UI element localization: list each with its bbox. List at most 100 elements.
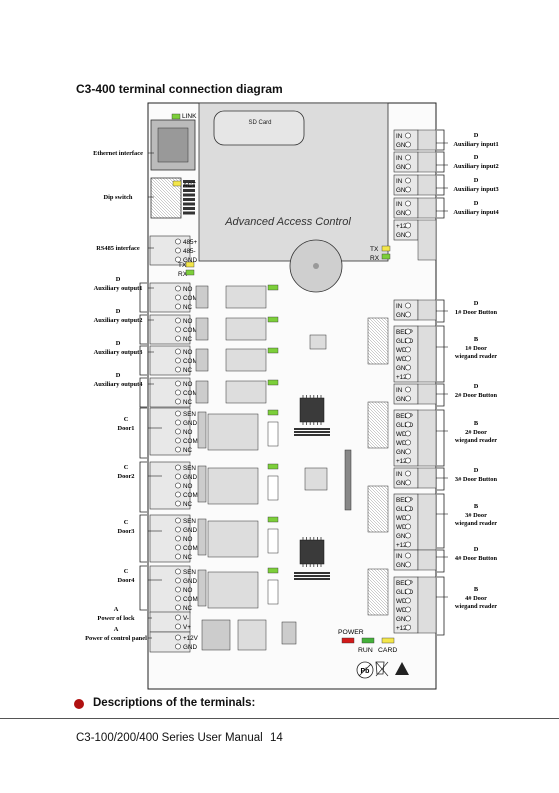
terminal-pin: [175, 294, 181, 301]
label-door3: Door3: [117, 528, 134, 535]
terminal-pin: [405, 615, 411, 622]
label-aux3: Auxiliary output3: [94, 349, 143, 356]
pin-label: SEN: [183, 411, 196, 418]
pin-label: 485-: [183, 248, 196, 255]
terminal-pin: [405, 505, 411, 512]
label-code-door2: C: [124, 464, 129, 471]
terminal-pin: [405, 496, 411, 503]
terminal-pin: [405, 328, 411, 335]
label-code-rdr3: B: [474, 503, 479, 510]
label-code-door4: C: [124, 568, 129, 575]
label-lockpwr: Power of lock: [97, 615, 135, 622]
label-code-aux1: D: [116, 276, 121, 283]
pin-label: NC: [183, 447, 193, 454]
terminal-pin: [175, 348, 181, 355]
terminal-pin: [405, 200, 411, 207]
pin-label: COM: [183, 438, 198, 445]
terminal-pin: [405, 541, 411, 548]
label-code-door3: C: [124, 519, 129, 526]
bullet-icon: [74, 699, 84, 709]
terminal-pin: [175, 446, 181, 453]
label-aux2: Auxiliary output2: [94, 317, 143, 324]
pin-label: NC: [183, 605, 193, 612]
terminal-pin: [175, 335, 181, 342]
pin-label: +12V: [396, 625, 412, 632]
pin-label: NC: [183, 336, 193, 343]
pin-label: SEN: [183, 465, 196, 472]
label-ain3: Auxiliary input3: [453, 186, 498, 193]
terminal-pin: [175, 238, 181, 245]
rs485-terminal: 485+485-GND: [149, 235, 198, 266]
terminal-pin: [405, 386, 411, 393]
terminal-pin: [175, 544, 181, 551]
pin-label: IN: [396, 178, 403, 185]
pin-label: IN: [396, 201, 403, 208]
label-btn3: 3# Door Button: [455, 476, 498, 483]
terminal-pin: [175, 526, 181, 533]
terminal-pin: [175, 317, 181, 324]
pin-label: GND: [183, 474, 197, 481]
brackets: [139, 129, 445, 636]
terminal-pin: [405, 412, 411, 419]
relay: [207, 520, 259, 558]
pin-label: SEN: [183, 518, 196, 525]
tx-led-label-2: TX: [370, 246, 379, 253]
terminal-pin: [405, 439, 411, 446]
label-code-aux4: D: [116, 372, 121, 379]
terminal-pin: [405, 355, 411, 362]
pin-label: GND: [396, 164, 410, 171]
terminal-pin: [175, 614, 181, 621]
terminal-pin: [405, 231, 411, 238]
pin-label: WD0: [396, 440, 410, 447]
relay: [207, 413, 259, 451]
label-ain2: Auxiliary input2: [453, 163, 498, 170]
terminal-pin: [175, 410, 181, 417]
label-door2: Door2: [117, 473, 134, 480]
terminal-pin: [405, 141, 411, 148]
svg-text:wiegand reader: wiegand reader: [455, 437, 497, 444]
pin-label: V-: [183, 615, 189, 622]
label-door4: Door4: [117, 577, 135, 584]
pin-label: BEEP: [396, 580, 413, 587]
pin-label: GND: [396, 365, 410, 372]
pin-label: GND: [396, 480, 410, 487]
label-code-btn3: D: [474, 467, 479, 474]
page-title: C3-400 terminal connection diagram: [76, 82, 283, 96]
warning-icon: [395, 662, 409, 675]
label-code-aux3: D: [116, 340, 121, 347]
terminal-pin: [175, 577, 181, 584]
pin-label: NC: [183, 367, 193, 374]
terminal-pin: [175, 285, 181, 292]
label-code-panelpwr: A: [114, 626, 119, 633]
pin-label: GND: [183, 578, 197, 585]
label-code-btn2: D: [474, 383, 479, 390]
svg-text:wiegand reader: wiegand reader: [455, 520, 497, 527]
label-rs485: RS485 interface: [96, 245, 140, 252]
terminal-pin: [175, 482, 181, 489]
pin-label: 485+: [183, 239, 198, 246]
pin-label: GND: [396, 396, 410, 403]
pin-label: WD0: [396, 607, 410, 614]
label-ain4: Auxiliary input4: [453, 209, 499, 216]
terminal-pin: [405, 163, 411, 170]
terminal-pin: [175, 389, 181, 396]
terminal-pin: [405, 302, 411, 309]
pin-label: GND: [396, 187, 410, 194]
label-aux4: Auxiliary output4: [94, 381, 144, 388]
label-code-ain3: D: [474, 177, 479, 184]
terminal-pin: [175, 428, 181, 435]
footer-divider: [0, 718, 559, 719]
label-code-rdr2: B: [474, 420, 479, 427]
terminal-pin: [175, 366, 181, 373]
relay: [207, 571, 259, 609]
